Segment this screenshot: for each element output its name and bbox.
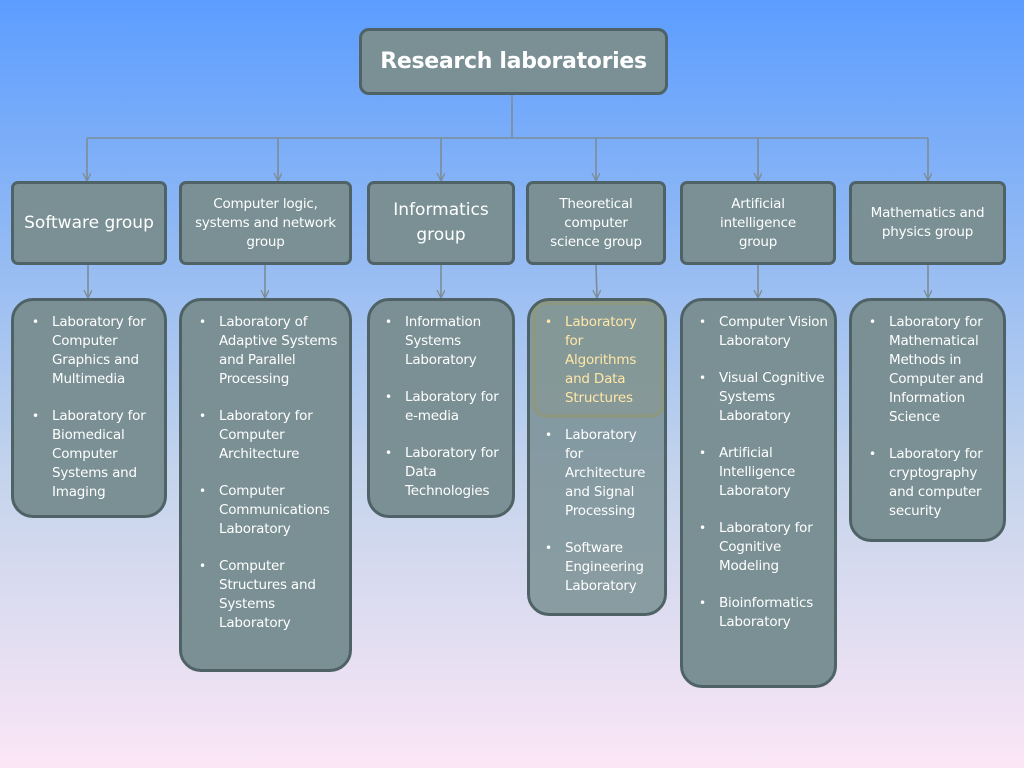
group-title: Theoretical computer science group — [550, 195, 642, 250]
list-item-highlighted: Laboratory for Algorithms and Data Struc… — [545, 313, 658, 408]
lab-list-theoretical: Laboratory for Algorithms and Data Struc… — [527, 298, 667, 616]
list-item: Artificial Intelligence Laboratory — [699, 444, 828, 501]
list-item: Bioinformatics Laboratory — [699, 594, 828, 632]
list-item: Laboratory for Biomedical Computer Syste… — [32, 407, 158, 502]
list-item: Laboratory for Mathematical Methods in C… — [869, 313, 997, 427]
group-node-artificial-intelligence: Artificial intelligence group — [680, 181, 836, 265]
list-item: Visual Cognitive Systems Laboratory — [699, 369, 828, 426]
group-node-theoretical: Theoretical computer science group — [526, 181, 666, 265]
group-title: Informatics group — [393, 200, 489, 245]
list-item: Laboratory for Cognitive Modeling — [699, 519, 828, 576]
group-title: Computer logic, systems and network grou… — [195, 195, 336, 250]
group-title: Software group — [24, 212, 154, 233]
list-item: Laboratory for cryptography and computer… — [869, 445, 997, 521]
root-title: Research laboratories — [380, 49, 647, 74]
list-item: Information Systems Laboratory — [385, 313, 506, 370]
group-node-computer-logic: Computer logic, systems and network grou… — [179, 181, 352, 265]
lab-list-mathematics-physics: Laboratory for Mathematical Methods in C… — [849, 298, 1006, 542]
root-node: Research laboratories — [359, 28, 668, 95]
list-item: Computer Vision Laboratory — [699, 313, 828, 351]
arrow-to-theoretical-labs — [596, 264, 597, 297]
lab-list-computer-logic: Laboratory of Adaptive Systems and Paral… — [179, 298, 352, 672]
list-item: Laboratory for Computer Architecture — [199, 407, 343, 464]
group-node-mathematics-physics: Mathematics and physics group — [849, 181, 1006, 265]
group-title: Mathematics and physics group — [870, 205, 985, 240]
list-item: Laboratory for e-media — [385, 388, 506, 426]
lab-list-artificial-intelligence: Computer Vision Laboratory Visual Cognit… — [680, 298, 837, 688]
list-item: Laboratory of Adaptive Systems and Paral… — [199, 313, 343, 389]
list-item: Computer Communications Laboratory — [199, 482, 343, 539]
list-item: Laboratory for Architecture and Signal P… — [545, 426, 658, 521]
list-item: Software Engineering Laboratory — [545, 539, 658, 596]
group-node-software: Software group — [11, 181, 167, 265]
list-item: Laboratory for Data Technologies — [385, 444, 506, 501]
list-item: Laboratory for Computer Graphics and Mul… — [32, 313, 158, 389]
group-title: Artificial intelligence group — [720, 195, 796, 250]
list-item: Computer Structures and Systems Laborato… — [199, 557, 343, 633]
lab-list-software: Laboratory for Computer Graphics and Mul… — [11, 298, 167, 518]
group-node-informatics: Informatics group — [367, 181, 515, 265]
lab-list-informatics: Information Systems Laboratory Laborator… — [367, 298, 515, 518]
